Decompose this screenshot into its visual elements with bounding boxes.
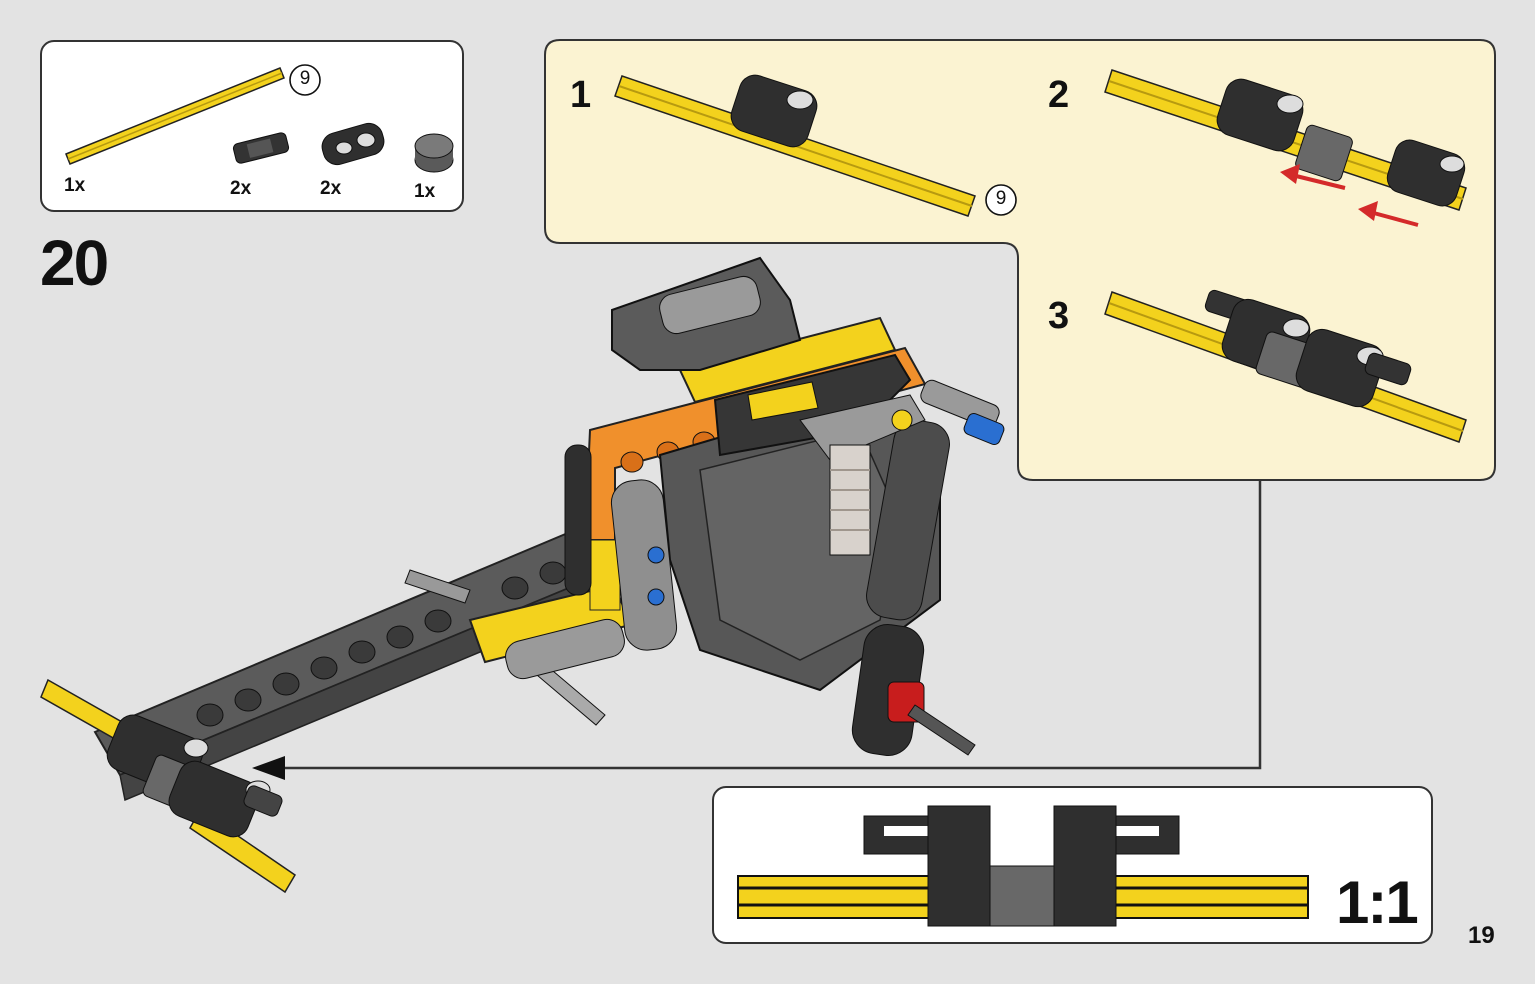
length-badge-circle	[289, 64, 321, 96]
scale-box: 1:1	[712, 786, 1433, 944]
callout-panel	[544, 39, 1496, 481]
page-number: 19	[1468, 922, 1495, 949]
scale-pins	[863, 815, 1180, 855]
substep-1-number: 1	[570, 74, 592, 116]
substep-2-number: 2	[1048, 74, 1070, 116]
substep2-art	[1104, 69, 1467, 227]
scale-bush	[989, 865, 1055, 927]
bush-qty: 1x	[414, 181, 436, 202]
scale-liftarm-left	[927, 805, 991, 927]
substep-3-number: 3	[1048, 295, 1070, 337]
axle-part-icon	[65, 67, 285, 165]
parts-list-art	[65, 64, 454, 173]
pin-part-icon	[232, 132, 290, 164]
callout-connector-line	[280, 480, 1262, 770]
callout-arrowhead	[252, 756, 285, 780]
liftarm-qty: 2x	[320, 178, 342, 199]
scale-box-art	[737, 805, 1309, 927]
step-number: 20	[40, 227, 109, 299]
axle-qty: 1x	[64, 175, 86, 196]
bush-part-icon	[414, 133, 454, 173]
substep1-art	[614, 74, 1017, 217]
liftarm-part-icon	[321, 122, 385, 166]
scale-label: 1:1	[1336, 869, 1419, 936]
pin-qty: 2x	[230, 178, 252, 199]
parts-list-box: 9 1x 2x 2x 1x	[40, 40, 464, 212]
axle-length-badge: 9	[299, 68, 311, 89]
scale-liftarm-right	[1053, 805, 1117, 927]
substep3-art	[1104, 289, 1467, 443]
substep-1-length-badge: 9	[995, 188, 1007, 209]
